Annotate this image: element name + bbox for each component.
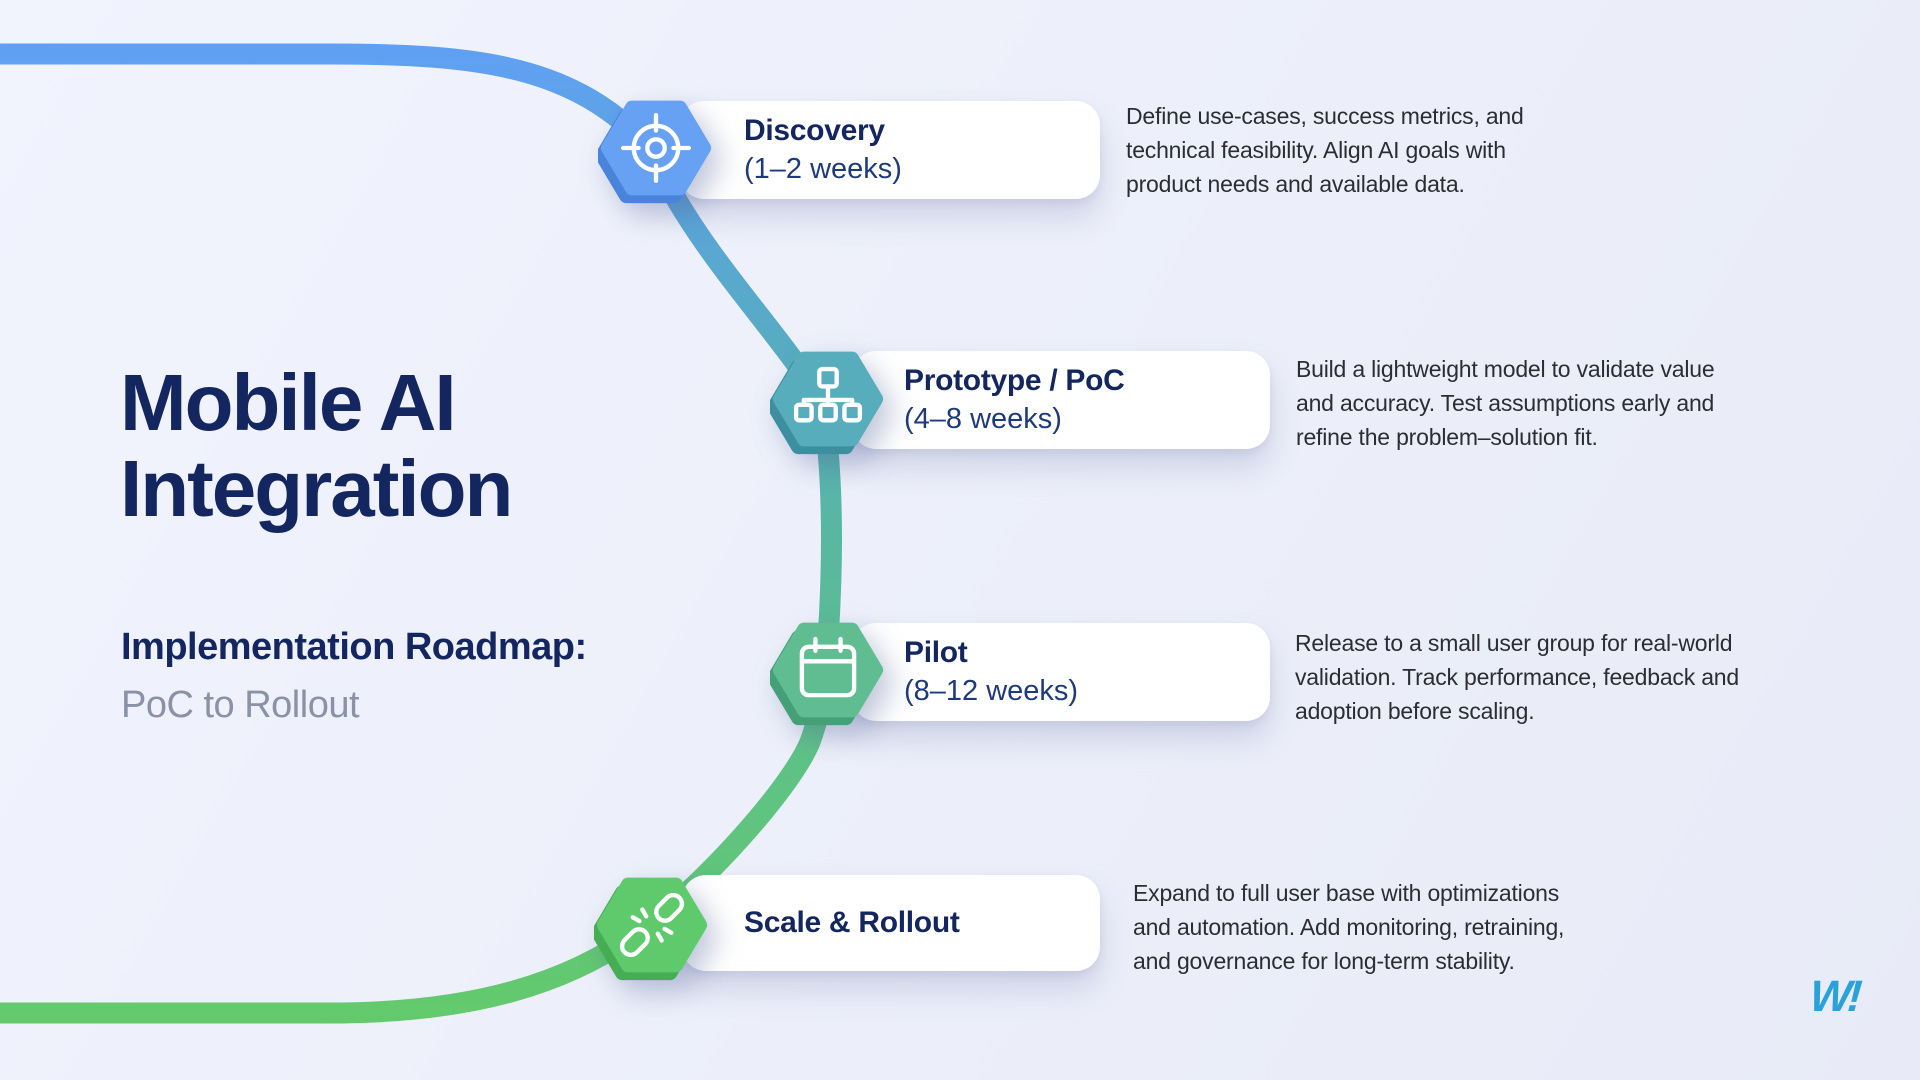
stage-hexagon-prototype [770, 351, 884, 455]
stage-duration: (1–2 weeks) [744, 152, 902, 185]
stage-title: Pilot [904, 635, 968, 669]
subtitle-primary: Implementation Roadmap: [121, 626, 587, 668]
stage-hexagon-discovery [598, 100, 712, 204]
stage-card-discovery: Discovery (1–2 weeks) [680, 101, 1100, 199]
stage-title: Discovery [744, 113, 885, 147]
brand-logo: W! [1808, 972, 1860, 1021]
page-title: Mobile AI Integration [120, 358, 513, 534]
stage-description-pilot: Release to a small user group for real-w… [1295, 630, 1739, 724]
stage-title: Prototype / PoC [904, 363, 1125, 397]
stage-card-prototype: Prototype / PoC (4–8 weeks) [852, 351, 1270, 449]
stage-description-scale: Expand to full user base with optimizati… [1133, 880, 1565, 974]
stage-hexagon-pilot [770, 622, 884, 726]
stage-hexagon-scale [594, 877, 708, 981]
stage-description-prototype: Build a lightweight model to validate va… [1296, 356, 1715, 450]
stage-duration: (4–8 weeks) [904, 402, 1062, 435]
subtitle-secondary: PoC to Rollout [121, 684, 360, 726]
stage-description-discovery: Define use-cases, success metrics, and t… [1126, 103, 1524, 197]
stage-duration: (8–12 weeks) [904, 674, 1079, 707]
stage-card-pilot: Pilot (8–12 weeks) [852, 623, 1270, 721]
stage-card-scale: Scale & Rollout [682, 875, 1100, 971]
stage-title: Scale & Rollout [744, 906, 960, 939]
